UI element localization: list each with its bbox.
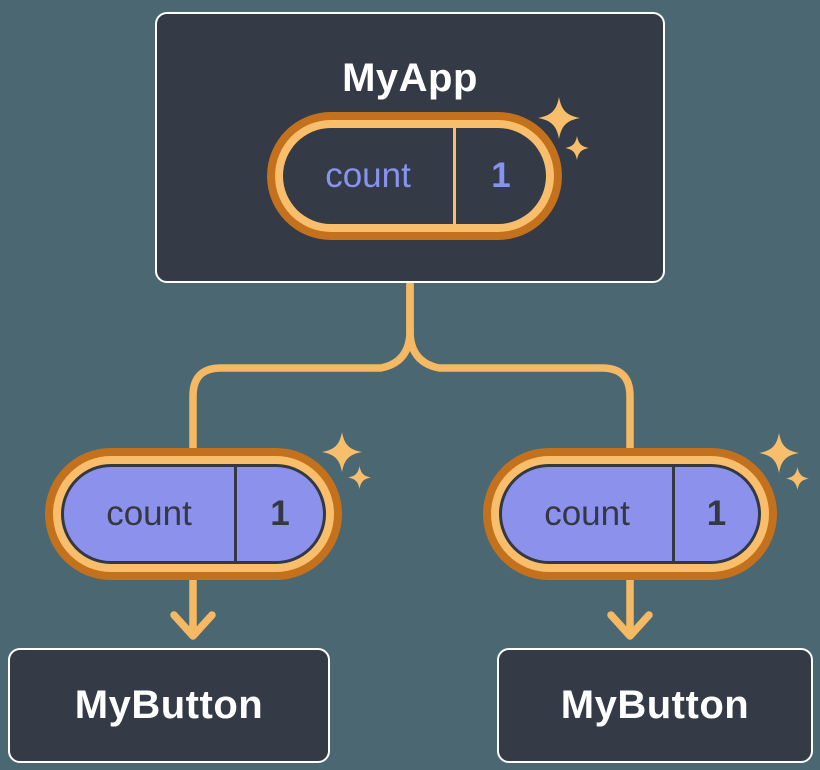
sparkle-icon <box>565 136 589 160</box>
state-pill: count 1 <box>267 112 562 240</box>
props-pill-left: count 1 <box>45 448 342 580</box>
pill-divider <box>453 128 456 224</box>
branch-line-left <box>189 280 414 456</box>
component-title: MyButton <box>74 683 264 727</box>
state-pill-inner-ring: count 1 <box>275 120 554 232</box>
sparkle-icon <box>786 467 809 490</box>
pill-divider <box>234 467 237 561</box>
state-name: count <box>325 156 411 195</box>
prop-name: count <box>106 494 192 533</box>
prop-name: count <box>544 494 630 533</box>
component-title: MyButton <box>560 683 750 727</box>
props-pill-inner-ring: count 1 <box>491 456 769 572</box>
pill-divider <box>672 467 675 561</box>
arrow-left-head-icon <box>170 611 216 640</box>
props-pill-inner-ring: count 1 <box>53 456 334 572</box>
component-node-mybutton-right: MyButton <box>497 648 813 763</box>
sparkle-icon <box>538 97 580 139</box>
sparkle-icon <box>759 433 799 473</box>
arrow-right-head-icon <box>607 611 653 640</box>
props-pill-body: count 1 <box>61 464 326 564</box>
state-pill-body: count 1 <box>283 128 546 224</box>
branch-line-right <box>406 280 634 456</box>
prop-value: 1 <box>706 494 727 533</box>
sparkle-icon <box>348 466 371 489</box>
props-pill-body: count 1 <box>499 464 761 564</box>
component-node-mybutton-left: MyButton <box>8 648 330 763</box>
props-pill-right: count 1 <box>483 448 777 580</box>
prop-value: 1 <box>270 494 290 533</box>
state-value: 1 <box>491 156 511 195</box>
component-title: MyApp <box>342 56 478 100</box>
sparkle-icon <box>322 432 362 472</box>
